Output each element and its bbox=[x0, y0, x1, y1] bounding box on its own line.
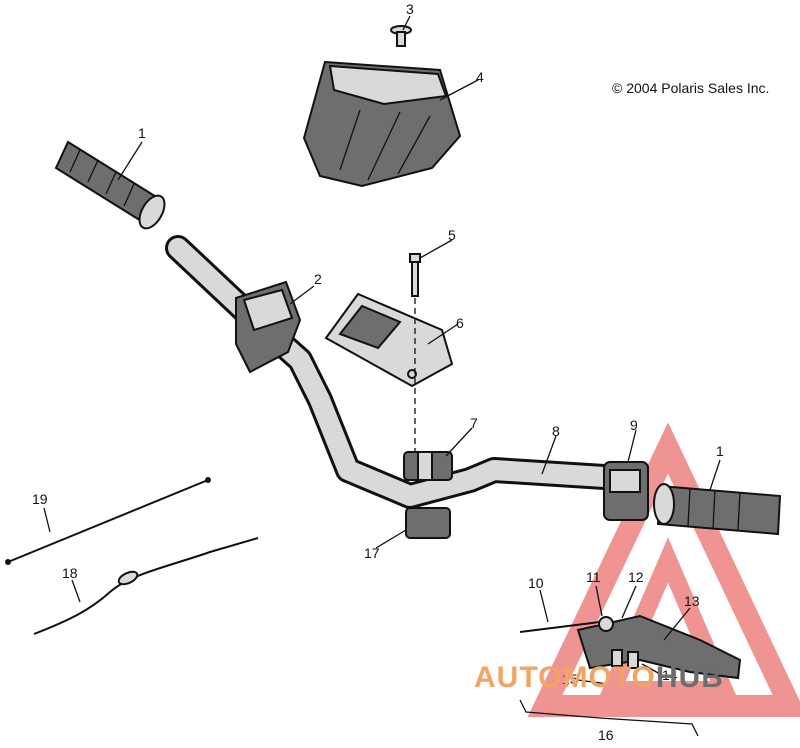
callout-7: 7 bbox=[470, 415, 478, 431]
bracket bbox=[324, 292, 454, 388]
callout-15: 15 bbox=[562, 671, 578, 687]
callout-18: 18 bbox=[62, 565, 78, 581]
callout-16: 16 bbox=[598, 727, 614, 743]
group-bracket bbox=[519, 699, 699, 737]
callout-12: 12 bbox=[628, 569, 644, 585]
upper-clamp bbox=[403, 451, 453, 481]
callout-6: 6 bbox=[456, 315, 464, 331]
left-grip bbox=[54, 140, 166, 230]
callout-9: 9 bbox=[630, 417, 638, 433]
switch-housing bbox=[603, 461, 649, 521]
lower-clamp bbox=[405, 507, 451, 539]
callout-13: 13 bbox=[684, 593, 700, 609]
callout-19: 19 bbox=[32, 491, 48, 507]
callout-1-right: 1 bbox=[716, 443, 724, 459]
right-grip bbox=[653, 483, 782, 536]
watermark-text: AUTOMOTOHUB bbox=[474, 661, 724, 695]
callout-1-left: 1 bbox=[138, 125, 146, 141]
callout-5: 5 bbox=[448, 227, 456, 243]
brake-lever-assembly bbox=[519, 614, 742, 680]
copyright-notice: © 2004 Polaris Sales Inc. bbox=[612, 80, 770, 96]
callout-11: 11 bbox=[586, 569, 601, 585]
watermark-brand-main: AUTOMOTO bbox=[474, 661, 656, 694]
throttle-housing bbox=[235, 280, 302, 374]
callout-labels: 1 2 3 4 5 6 7 8 9 1 10 11 12 13 14 15 16… bbox=[32, 1, 724, 743]
callout-3: 3 bbox=[406, 1, 414, 17]
callout-2: 2 bbox=[314, 271, 322, 287]
callout-17: 17 bbox=[364, 545, 380, 561]
screw bbox=[390, 25, 412, 47]
watermark-brand-end: HUB bbox=[655, 661, 724, 694]
brake-cable bbox=[33, 537, 259, 635]
callout-14: 14 bbox=[662, 667, 678, 683]
callout-8: 8 bbox=[552, 423, 560, 439]
leader-lines bbox=[43, 15, 721, 685]
bolt bbox=[409, 253, 421, 297]
callout-4: 4 bbox=[476, 69, 484, 85]
handlebar-cover bbox=[302, 60, 462, 188]
callout-10: 10 bbox=[528, 575, 544, 591]
throttle-cable bbox=[7, 479, 209, 563]
